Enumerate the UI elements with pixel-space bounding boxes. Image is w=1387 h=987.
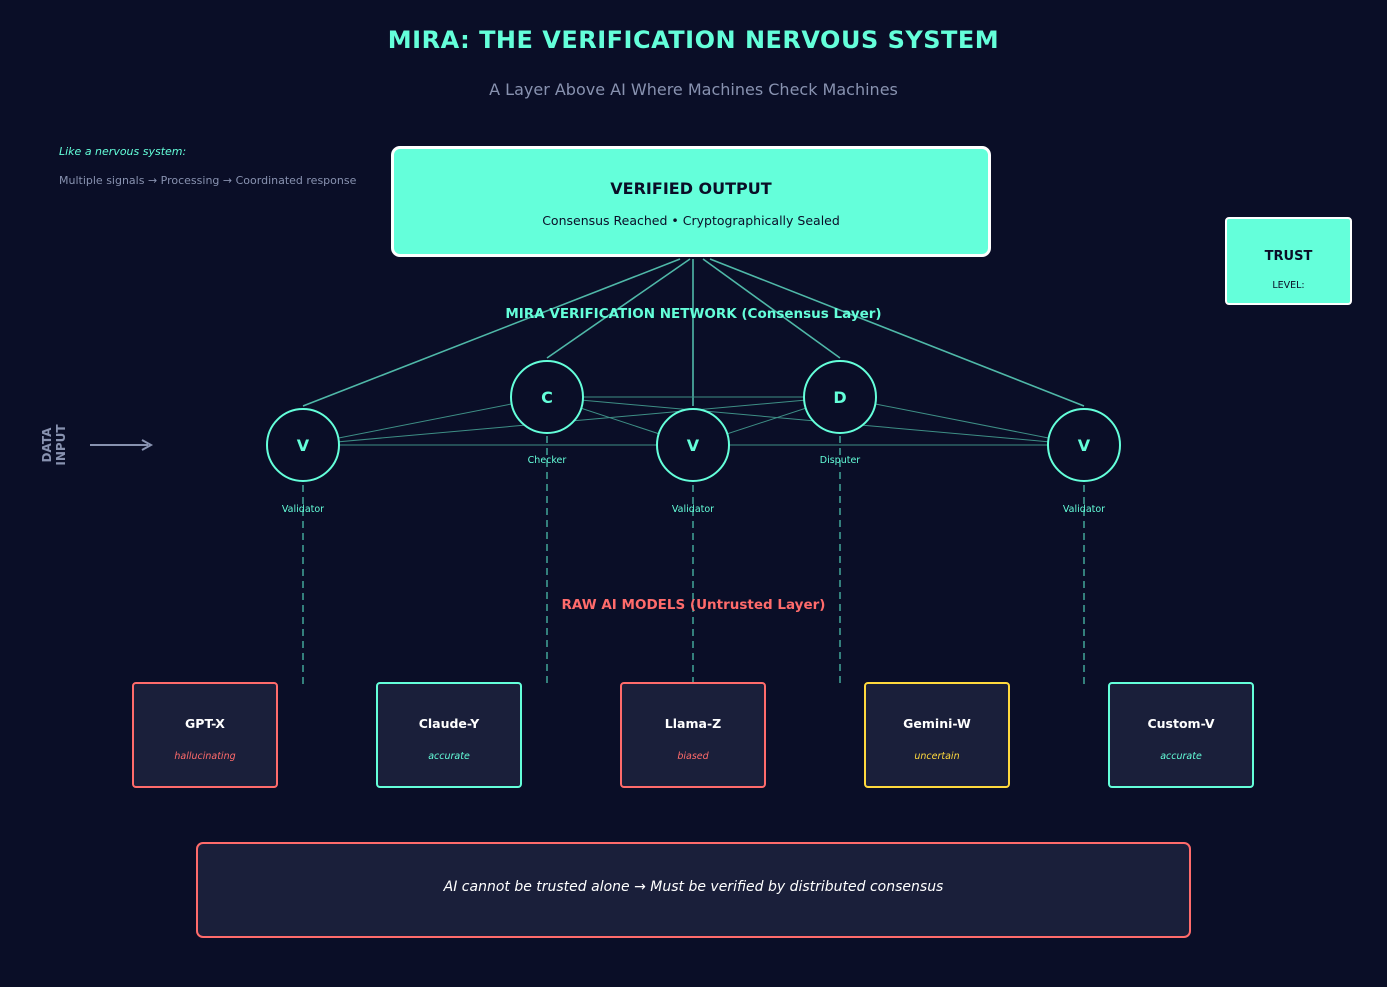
- model-status: biased: [677, 751, 709, 762]
- model-status: accurate: [428, 751, 470, 762]
- trust-level-box: TRUST LEVEL:: [1225, 217, 1352, 305]
- node-disputer: D: [803, 360, 877, 434]
- conclusion-box: AI cannot be trusted alone → Must be ver…: [196, 842, 1191, 938]
- trust-level-label: LEVEL:: [1272, 280, 1305, 291]
- diagram-title: MIRA: THE VERIFICATION NERVOUS SYSTEM: [387, 26, 1000, 54]
- verified-output-title: VERIFIED OUTPUT: [610, 179, 772, 198]
- model-name: GPT-X: [185, 716, 225, 731]
- conclusion-message: AI cannot be trusted alone → Must be ver…: [443, 879, 944, 895]
- model-status: hallucinating: [174, 751, 236, 762]
- model-card: GPT-X hallucinating: [132, 682, 278, 788]
- raw-models-layer-label: RAW AI MODELS (Untrusted Layer): [561, 597, 826, 613]
- output-links: [302, 258, 1085, 407]
- node-role-label: Checker: [527, 455, 567, 466]
- model-card: Gemini-W uncertain: [864, 682, 1010, 788]
- node-role-label: Validator: [1062, 504, 1106, 515]
- model-card: Llama-Z biased: [620, 682, 766, 788]
- node-validator-3: V: [1047, 408, 1121, 482]
- trust-title: TRUST: [1264, 249, 1313, 264]
- data-input-label: DATA INPUT: [40, 424, 68, 466]
- node-validator-2: V: [656, 408, 730, 482]
- model-status: uncertain: [914, 751, 960, 762]
- model-name: Claude-Y: [418, 716, 480, 731]
- nervous-system-note-text: Multiple signals → Processing → Coordina…: [59, 174, 357, 187]
- model-name: Custom-V: [1147, 716, 1215, 731]
- model-feed-links: [302, 436, 1085, 686]
- model-name: Gemini-W: [903, 716, 971, 731]
- nervous-system-note-title: Like a nervous system:: [59, 145, 187, 158]
- node-role-label: Validator: [671, 504, 715, 515]
- data-input-arrow: [90, 439, 154, 451]
- diagram-subtitle: A Layer Above AI Where Machines Check Ma…: [489, 80, 898, 99]
- model-card: Claude-Y accurate: [376, 682, 522, 788]
- model-status: accurate: [1160, 751, 1202, 762]
- node-role-label: Validator: [281, 504, 325, 515]
- network-layer-label: MIRA VERIFICATION NETWORK (Consensus Lay…: [505, 306, 882, 322]
- node-checker: C: [510, 360, 584, 434]
- node-role-label: Disputer: [819, 455, 861, 466]
- verified-output-subtitle: Consensus Reached • Cryptographically Se…: [542, 213, 840, 228]
- model-card: Custom-V accurate: [1108, 682, 1254, 788]
- node-validator-1: V: [266, 408, 340, 482]
- model-name: Llama-Z: [664, 716, 722, 731]
- verified-output-box: VERIFIED OUTPUT Consensus Reached • Cryp…: [391, 146, 991, 257]
